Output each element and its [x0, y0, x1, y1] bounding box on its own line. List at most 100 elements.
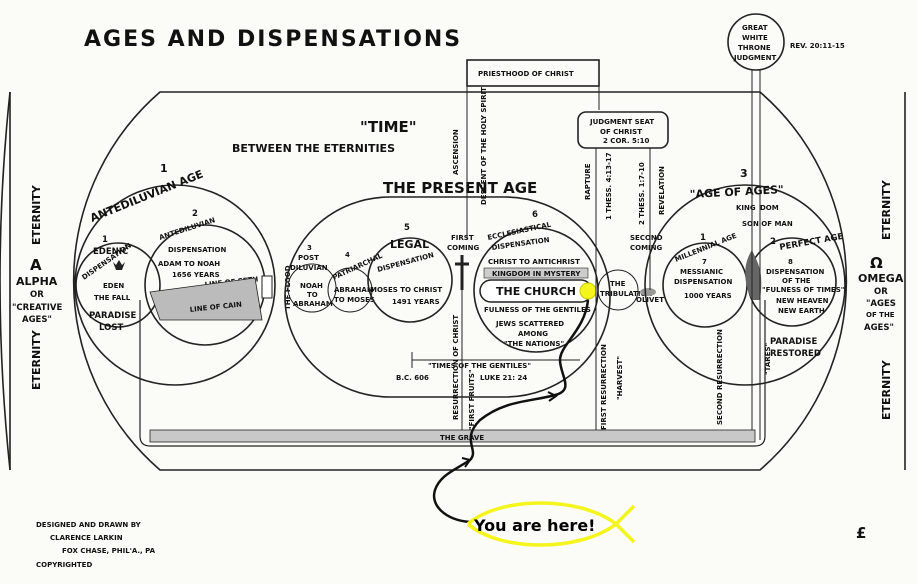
noah-1: NOAH — [300, 282, 323, 290]
fulness-3: "FULNESS OF TIMES" — [762, 286, 844, 294]
jews-scattered-1: JEWS SCATTERED — [495, 320, 564, 328]
messianic-1: MESSIANIC — [680, 268, 723, 276]
age-of-ages-num: 3 — [740, 167, 748, 180]
priesthood-box — [466, 59, 600, 87]
paradise-restored-1: PARADISE — [770, 337, 817, 347]
new-earth: NEW EARTH — [778, 307, 825, 315]
judgment-ref: 2 COR. 5:10 — [603, 137, 650, 145]
fulness-1: DISPENSATION — [766, 268, 824, 276]
moses-to-christ: MOSES TO CHRIST — [370, 286, 442, 294]
adam-to-noah: ADAM TO NOAH — [158, 260, 220, 268]
antediluvian-disp-num: 2 — [192, 209, 198, 219]
cl-monogram-icon: £ — [856, 524, 866, 542]
diagram-title: AGES AND DISPENSATIONS — [84, 27, 462, 52]
rev-ref: REV. 20:11-15 — [790, 42, 845, 50]
perfect-num: 2 — [770, 237, 776, 247]
tares-label: "TARES" — [764, 343, 772, 375]
throne-3: THRONE — [738, 44, 771, 52]
ages-of-ages-2: OF THE — [866, 311, 895, 319]
priesthood-label: PRIESTHOOD OF CHRIST — [478, 70, 574, 78]
times-of-gentiles: "TIMES OF THE GENTILES" — [428, 362, 531, 370]
first-resurrection: FIRST RESURRECTION — [600, 344, 608, 430]
eternity-left-bottom: ETERNITY — [30, 329, 43, 390]
years-1656: 1656 YEARS — [172, 271, 220, 279]
you-are-here-label: You are here! — [473, 516, 595, 535]
jews-scattered-2: AMONG — [518, 330, 548, 338]
ark-icon — [261, 275, 273, 299]
post-diluvian-circle — [287, 263, 337, 313]
judgment-2: OF CHRIST — [600, 128, 642, 136]
post-diluvian-2: DILUVIAN — [290, 264, 328, 272]
resurrection-christ: RESURRECTION OF CHRIST — [452, 315, 460, 420]
antediluvian-disp-title2: DISPENSATION — [168, 246, 226, 254]
throne-2: WHITE — [742, 34, 768, 42]
fulness-num: 8 — [788, 258, 793, 266]
bc-606: B.C. 606 — [396, 374, 429, 382]
thousand-years: 1000 YEARS — [684, 292, 732, 300]
tribulation-1: THE — [610, 280, 626, 288]
credit-1: DESIGNED AND DRAWN BY — [36, 521, 142, 529]
second-coming-1: SECOND — [630, 234, 663, 242]
messianic-num: 7 — [702, 258, 707, 266]
age-of-ages-circle — [644, 184, 846, 386]
tribulation-circle — [597, 269, 639, 311]
eternity-right-bottom: ETERNITY — [880, 359, 893, 420]
you-are-here-dot — [579, 282, 597, 300]
olivet-label: OLIVET — [636, 296, 664, 304]
eden-label: EDEN — [103, 282, 124, 290]
eternity-left-edge — [0, 91, 11, 471]
thess1-label: 1 THESS. 4:13-17 — [605, 152, 613, 220]
christ-to-antichrist: CHRIST TO ANTICHRIST — [488, 258, 580, 266]
credit-4: COPYRIGHTED — [36, 561, 92, 569]
antediluvian-num: 1 — [160, 162, 168, 175]
antediluvian-age-circle — [74, 184, 276, 386]
son-of-man: SON OF MAN — [742, 220, 793, 228]
first-fruits: "FIRST FRUITS" — [468, 369, 476, 430]
edenic-label: EDENIC — [93, 247, 128, 257]
church-label: THE CHURCH — [496, 285, 576, 298]
eternity-left-top: ETERNITY — [30, 184, 43, 245]
credit-2: CLARENCE LARKIN — [50, 534, 123, 542]
eternity-right-top: ETERNITY — [880, 179, 893, 240]
messianic-2: DISPENSATION — [674, 278, 732, 286]
legal-disp: DISPENSATION — [376, 251, 435, 274]
eccl-num: 6 — [532, 210, 538, 220]
paradise-lost-2: LOST — [99, 323, 123, 333]
descent-label: DESCENT OF THE HOLY SPIRIT — [480, 87, 488, 205]
first-coming-1: FIRST — [451, 234, 474, 242]
post-diluvian-num: 3 — [307, 244, 312, 252]
path-arrow-1 — [547, 391, 558, 402]
jews-scattered-3: "THE NATIONS" — [504, 340, 564, 348]
flame-icon — [745, 250, 762, 300]
creative-ages-2: AGES" — [22, 315, 52, 325]
alpha-label: ALPHA — [16, 275, 58, 288]
fulness-2: OF THE — [782, 277, 811, 285]
noah-2: TO — [307, 291, 318, 299]
judgment-seat-box — [577, 111, 669, 149]
present-age-outline — [284, 196, 611, 398]
harvest-label: "HARVEST" — [616, 356, 624, 400]
age-of-ages-title: "AGE OF AGES" — [689, 183, 784, 201]
legal-label: LEGAL — [390, 238, 429, 251]
noah-3: ABRAHAM — [293, 300, 333, 308]
omega-or: OR — [874, 287, 888, 297]
legal-num: 5 — [404, 223, 410, 233]
paradise-restored-2: RESTORED — [770, 349, 821, 359]
patriarchal-circle — [327, 267, 373, 313]
credit-3: FOX CHASE, PHIL'A., PA — [62, 547, 156, 555]
perfect-label: PERFECT AGE — [779, 232, 844, 253]
omega-letter: Ω — [870, 254, 883, 272]
thess2-label: 2 THESS. 1:7-10 — [638, 162, 646, 225]
legal-years: 1491 YEARS — [392, 298, 440, 306]
path-arrow-2 — [461, 457, 472, 468]
rapture-label: RAPTURE — [584, 163, 592, 200]
grave-band — [149, 429, 756, 443]
line-of-cain-area — [149, 277, 263, 321]
abraham-1: ABRAHAM — [334, 286, 374, 294]
legal-disp-circle — [367, 237, 453, 323]
paradise-lost-1: PARADISE — [89, 311, 136, 321]
second-resurrection: SECOND RESURRECTION — [716, 329, 724, 425]
antediluvian-title: ANTEDILUVIAN AGE — [88, 168, 205, 225]
